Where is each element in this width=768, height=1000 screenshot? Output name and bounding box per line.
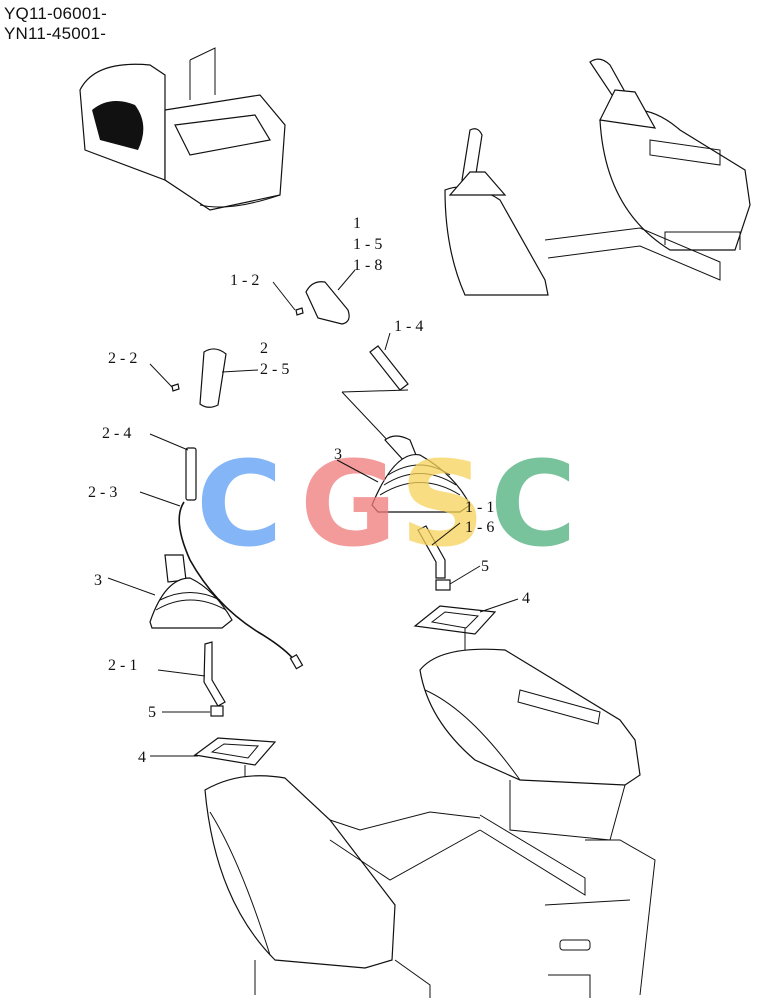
callout-4-right: 4 [522,590,530,607]
callout-1-5: 1 - 5 [353,236,382,253]
callout-2: 2 [260,340,268,357]
right-lever-boot [371,435,471,513]
left-console [204,775,586,998]
right-lever-knob [295,281,350,325]
left-plate-4 [193,737,277,766]
callout-1: 1 [353,215,361,232]
left-cable-2-3 [178,501,304,670]
right-console [419,648,641,841]
serial-number-2: YN11-45001- [4,24,107,43]
callout-4-left: 4 [138,749,146,766]
left-lever-tube-2-4 [185,447,197,501]
callout-2-2: 2 - 2 [108,350,137,367]
right-plate-4 [413,605,497,635]
left-lever-boot [149,554,233,629]
callout-1-1: 1 - 1 [465,499,494,516]
watermark-letter-s: S [400,435,485,573]
callout-1-8: 1 - 8 [353,257,382,274]
callout-1-2: 1 - 2 [230,272,259,289]
callout-1-6: 1 - 6 [465,519,494,536]
callout-5-right: 5 [481,558,489,575]
watermark-letter-c2: C [490,435,577,573]
callout-2-1: 2 - 1 [108,657,137,674]
left-lever-knob [171,348,227,408]
callout-3-right: 3 [334,446,342,463]
serial-number-1: YQ11-06001- [4,4,108,23]
right-lever-1-1 [417,525,446,579]
zigzag-leader [341,389,409,446]
cgsc-watermark: C G S C [196,435,577,573]
seat-overview-illustration [79,47,286,211]
right-lever-rod-1-4 [369,345,409,391]
callout-3-left: 3 [94,572,102,589]
right-bushing-5 [435,579,451,591]
callout-labels: 1 1 - 5 1 - 8 1 - 2 1 - 4 2 2 - 5 2 - 2 … [88,215,530,766]
callout-2-5: 2 - 5 [260,361,289,378]
floor-frame [544,839,656,998]
callout-2-3: 2 - 3 [88,484,117,501]
watermark-letter-g: G [300,435,397,573]
callout-1-4: 1 - 4 [394,318,423,335]
left-lever-2-1 [203,641,226,707]
watermark-letter-c1: C [196,435,283,573]
console-overview-illustration [444,58,751,296]
callout-2-4: 2 - 4 [102,425,131,442]
leader-lines [107,269,519,757]
callout-5-left: 5 [148,704,156,721]
left-bushing-5 [210,705,224,717]
